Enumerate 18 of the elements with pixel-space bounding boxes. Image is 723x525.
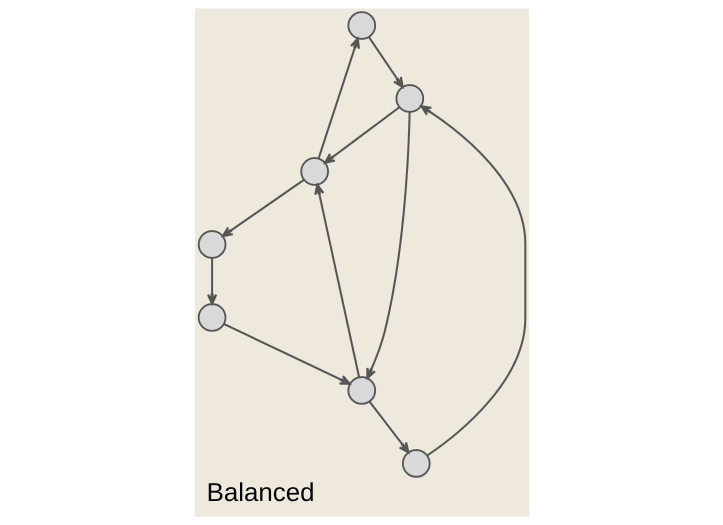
arrow	[368, 36, 404, 88]
arrow	[221, 178, 304, 238]
node-circle	[197, 230, 226, 259]
node-circle	[346, 11, 376, 40]
arrow	[222, 323, 350, 385]
arrow	[323, 106, 400, 164]
arrow	[420, 105, 526, 456]
node-circle	[197, 303, 226, 332]
node-circle	[346, 376, 376, 405]
arrow	[368, 400, 409, 454]
arrow	[317, 37, 360, 159]
arrow	[366, 112, 410, 380]
arrow	[206, 258, 217, 305]
node-circle	[300, 157, 328, 186]
node-circle	[395, 84, 424, 113]
node-circle	[401, 449, 430, 478]
caption: Balanced	[206, 479, 314, 508]
arrow	[314, 184, 360, 378]
